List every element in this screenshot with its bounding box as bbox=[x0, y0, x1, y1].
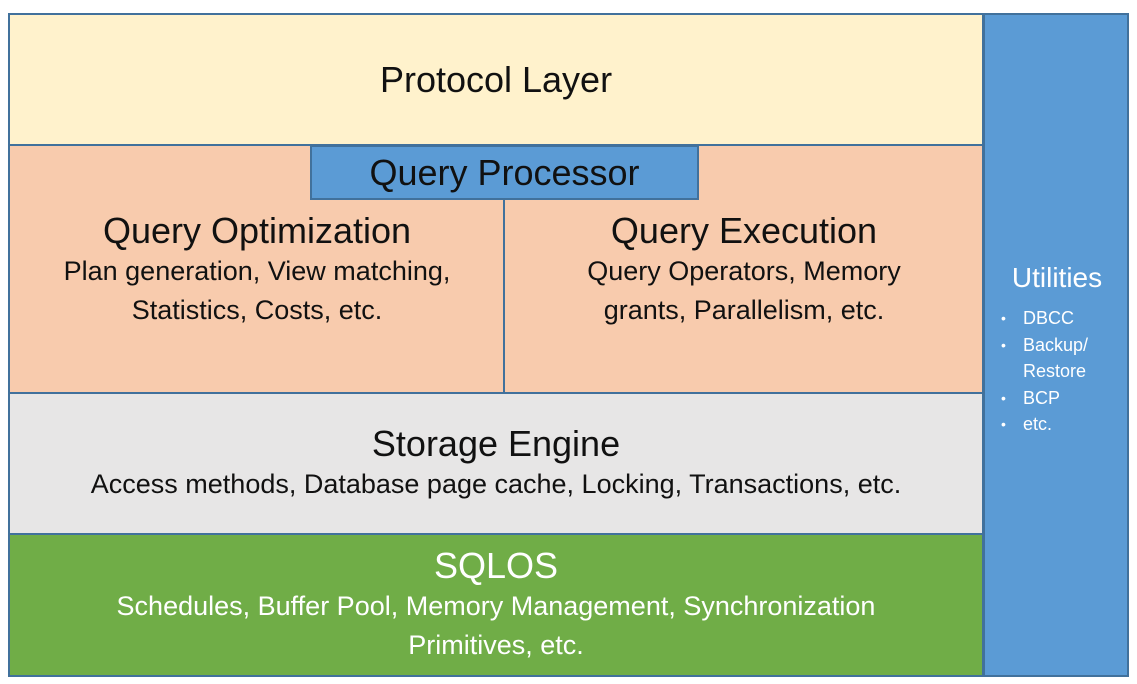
utilities-item-label: etc. bbox=[1023, 414, 1053, 434]
sqlos-detail-1: Schedules, Buffer Pool, Memory Managemen… bbox=[116, 590, 876, 621]
query-execution-title: Query Execution bbox=[610, 210, 878, 252]
query-processor-divider bbox=[503, 199, 505, 393]
query-optimization-section: Query Optimization Plan generation, View… bbox=[10, 205, 504, 335]
protocol-layer-title: Protocol Layer bbox=[379, 58, 613, 100]
sqlos-detail-2: Primitives, etc. bbox=[408, 629, 584, 660]
utilities-list: • DBCC • Backup/ Restore • BCP • etc. bbox=[995, 305, 1103, 438]
utilities-item-label: DBCC bbox=[1023, 308, 1075, 328]
utilities-box: Utilities • DBCC • Backup/ Restore • BCP • e… bbox=[983, 13, 1129, 677]
query-optimization-detail-1: Plan generation, View matching, bbox=[63, 255, 451, 286]
query-execution-section: Query Execution Query Operators, Memory … bbox=[505, 205, 983, 335]
protocol-layer-box: Protocol Layer bbox=[8, 13, 984, 146]
utilities-item-label: BCP bbox=[1023, 387, 1061, 408]
query-optimization-title: Query Optimization bbox=[102, 210, 412, 252]
storage-engine-detail: Access methods, Database page cache, Loc… bbox=[90, 468, 902, 499]
storage-engine-title: Storage Engine bbox=[371, 423, 621, 465]
bullet-icon: • bbox=[1001, 389, 1006, 406]
bullet-icon: • bbox=[1001, 416, 1006, 432]
utilities-item: • DBCC bbox=[995, 305, 1103, 332]
query-execution-detail-1: Query Operators, Memory bbox=[587, 255, 901, 286]
utilities-item: • Backup/ Restore bbox=[995, 332, 1103, 385]
bullet-icon: • bbox=[1001, 336, 1006, 353]
sqlos-box: SQLOS Schedules, Buffer Pool, Memory Man… bbox=[8, 533, 984, 677]
query-optimization-detail-2: Statistics, Costs, etc. bbox=[131, 294, 383, 325]
utilities-item: • etc. bbox=[995, 411, 1103, 438]
bullet-icon: • bbox=[1001, 310, 1006, 326]
utilities-item-label: Backup/ Restore bbox=[1023, 334, 1089, 382]
utilities-title: Utilities bbox=[1011, 262, 1103, 293]
storage-engine-box: Storage Engine Access methods, Database … bbox=[8, 392, 984, 535]
query-execution-detail-2: grants, Parallelism, etc. bbox=[603, 294, 885, 325]
sqlos-title: SQLOS bbox=[433, 545, 559, 587]
utilities-item: • BCP bbox=[995, 385, 1103, 412]
query-processor-label: Query Processor bbox=[310, 145, 699, 200]
